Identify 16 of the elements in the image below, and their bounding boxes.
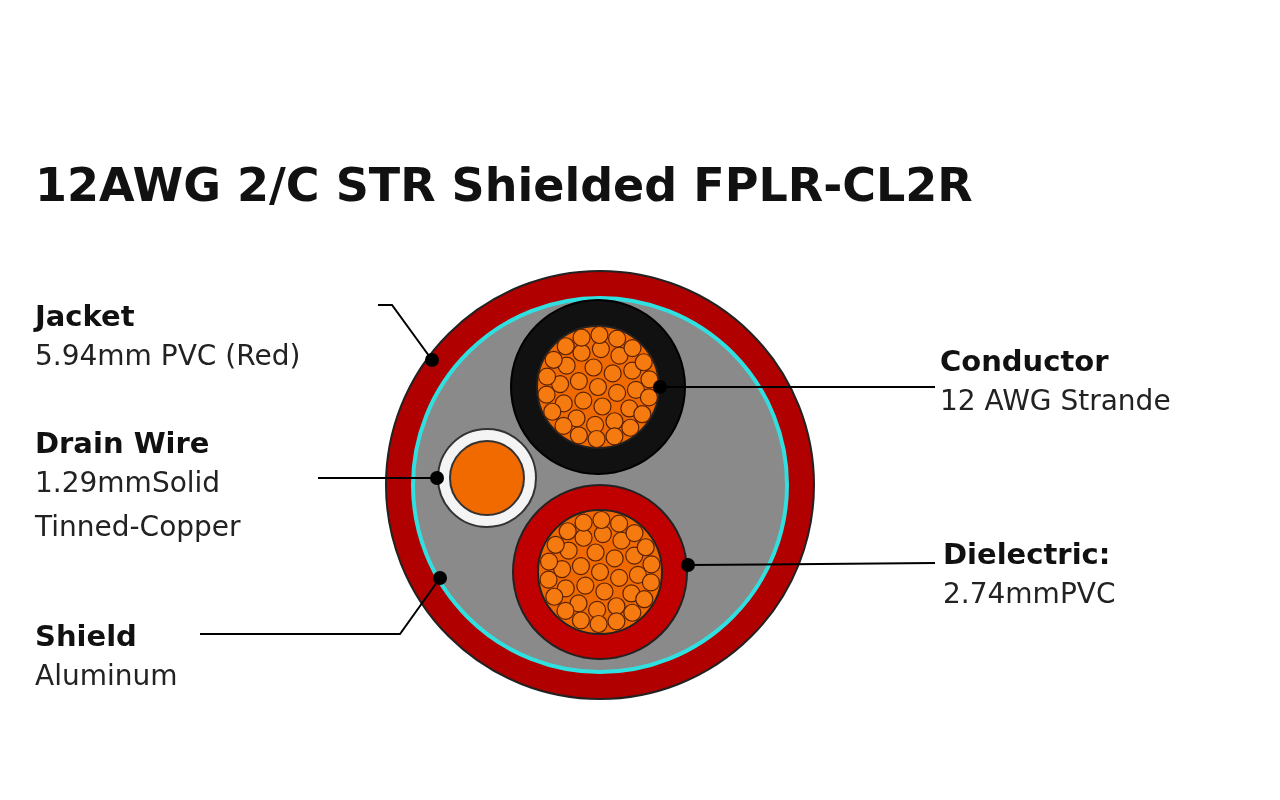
part-spec: Aluminum <box>35 658 179 694</box>
leader-line <box>199 571 447 635</box>
part-spec: 12 AWG Strande <box>940 383 1172 419</box>
part-name: Dielectric: <box>943 536 1112 572</box>
part-spec: 2.74mmPVC <box>943 576 1117 612</box>
diagram-title: 12AWG 2/C STR Shielded FPLR-CL2R <box>35 158 973 212</box>
part-name: Jacket <box>35 298 136 334</box>
part-name: Drain Wire <box>35 425 211 461</box>
part-spec: 5.94mm PVC (Red) <box>35 338 302 374</box>
part-name: Conductor <box>940 343 1110 379</box>
leader-line <box>377 304 439 367</box>
leader-line <box>653 380 936 394</box>
leader-line <box>681 558 936 572</box>
leader-line <box>317 471 444 485</box>
part-spec: 1.29mmSolid Tinned-Copper <box>35 465 242 545</box>
part-name: Shield <box>35 618 138 654</box>
